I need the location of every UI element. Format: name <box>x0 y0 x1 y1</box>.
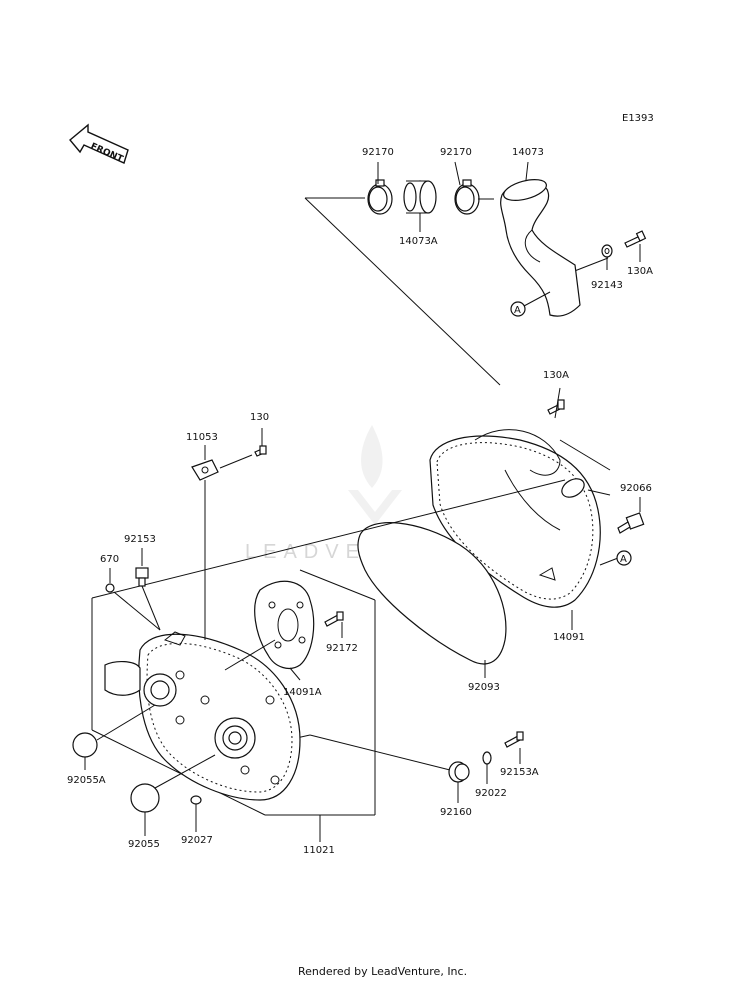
gasket-92093 <box>357 522 507 665</box>
watermark-logo <box>348 425 402 525</box>
part-label-11021: 11021 <box>303 845 335 856</box>
bolt-92153a <box>504 731 524 748</box>
part-label-92093: 92093 <box>468 682 500 693</box>
washer-92027 <box>190 795 202 805</box>
plate-14091a <box>254 580 315 669</box>
breather-92066 <box>617 512 645 534</box>
part-label-92160: 92160 <box>440 807 472 818</box>
part-label-92027: 92027 <box>181 835 213 846</box>
part-label-14091a: 14091A <box>283 687 322 698</box>
duct-group-frame <box>304 197 609 386</box>
grommet-92160 <box>448 761 470 783</box>
part-label-11053: 11053 <box>186 432 218 443</box>
part-label-92170-right: 92170 <box>440 147 472 158</box>
callout-a-cover: A <box>616 550 632 566</box>
part-label-92055: 92055 <box>128 839 160 850</box>
diagram-code: E1393 <box>622 113 654 124</box>
part-label-670: 670 <box>100 554 119 565</box>
part-label-92170-left: 92170 <box>362 147 394 158</box>
part-label-130a-mid: 130A <box>543 370 569 381</box>
part-label-92143: 92143 <box>591 280 623 291</box>
oring-92055 <box>130 783 160 813</box>
inner-cover-11021 <box>104 631 301 801</box>
washer-92143 <box>601 244 613 258</box>
part-label-14073: 14073 <box>512 147 544 158</box>
part-label-92153: 92153 <box>124 534 156 545</box>
part-label-14073a: 14073A <box>399 236 438 247</box>
bolt-92153 <box>135 567 149 587</box>
part-label-130: 130 <box>250 412 269 423</box>
part-label-92153a: 92153A <box>500 767 539 778</box>
clamp-left <box>367 179 393 215</box>
svg-text:A: A <box>620 554 627 565</box>
bolt-130 <box>254 445 267 457</box>
duct-joint <box>403 180 437 214</box>
svg-text:A: A <box>514 305 521 316</box>
air-duct <box>500 179 581 317</box>
bracket-11053 <box>191 459 219 481</box>
front-arrow-icon: FRONT <box>69 123 129 165</box>
oring-92055a <box>72 732 98 758</box>
part-label-92055a: 92055A <box>67 775 106 786</box>
footer-credit: Rendered by LeadVenture, Inc. <box>298 965 467 978</box>
callout-a-duct: A <box>510 291 551 317</box>
clamp-right <box>454 179 480 215</box>
part-label-130a-top: 130A <box>627 266 653 277</box>
oring-670 <box>105 583 115 593</box>
part-label-92022: 92022 <box>475 788 507 799</box>
part-label-92066: 92066 <box>620 483 652 494</box>
bolt-92172 <box>324 611 344 627</box>
washer-92022 <box>482 751 492 765</box>
bolt-130a-top <box>624 230 647 248</box>
part-label-14091: 14091 <box>553 632 585 643</box>
part-label-92172: 92172 <box>326 643 358 654</box>
bolt-130a-mid <box>547 399 565 415</box>
